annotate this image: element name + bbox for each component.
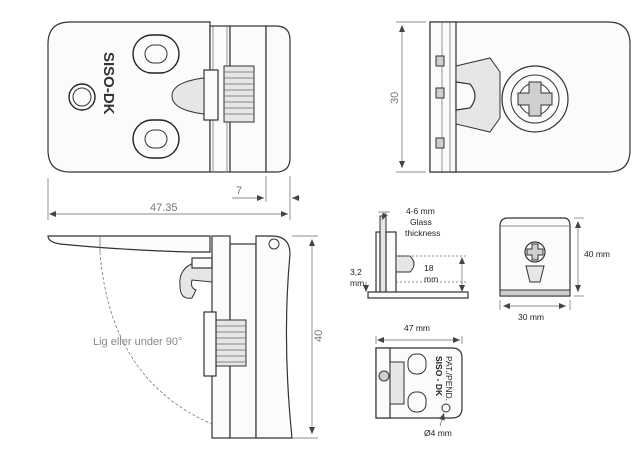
- dim-height-side-label: 40: [313, 330, 325, 342]
- front-width-label: 30 mm: [518, 312, 544, 322]
- top-detail-knob: [378, 370, 390, 382]
- pivot-hole: [268, 238, 280, 250]
- front-wedge: [525, 265, 545, 283]
- latch-pin: [191, 257, 213, 269]
- screw-head: [171, 77, 205, 115]
- slot-lower-inner: [144, 129, 168, 149]
- dim-small-label: 7: [236, 185, 242, 197]
- brand-text: SISO-DK: [100, 52, 117, 115]
- bottom-left-view: Lig eller under 90° 40: [47, 235, 325, 439]
- vertical-front: [255, 235, 293, 439]
- screw-collar: [203, 69, 219, 121]
- slot-lower: [132, 119, 180, 159]
- edge-detail-2: [435, 87, 445, 99]
- front-detail-view: 40 mm 30 mm: [499, 217, 610, 322]
- phillips-cross-icon: [517, 81, 553, 117]
- clamp-plate: [47, 21, 211, 173]
- base-value: 3,2: [350, 267, 362, 277]
- top-brand-2: PAT./PEND.: [444, 356, 454, 401]
- top-detail-insert: [389, 361, 405, 405]
- open-plate: [47, 235, 211, 253]
- collar-side: [203, 311, 217, 377]
- insert-wedge: [455, 57, 501, 133]
- side-detail-view: 4-6 mm Glass thickness 18 mm 3,2 mm: [350, 206, 469, 299]
- edge-detail-3: [435, 137, 445, 149]
- top-brand-1: SISO - DK: [434, 356, 444, 397]
- latch-hook: [179, 261, 213, 299]
- top-left-view: SISO-DK 47.35 7: [47, 21, 300, 220]
- thread-body: [223, 65, 255, 123]
- height-unit: mm: [424, 274, 438, 284]
- dim-width-label: 47.35: [150, 202, 178, 214]
- top-right-view: 30: [389, 21, 631, 173]
- base-unit: mm: [350, 278, 364, 288]
- slot-upper: [132, 34, 180, 74]
- mount-hole-inner: [72, 87, 92, 107]
- height-value: 18: [424, 263, 434, 273]
- clamp-front: [265, 25, 291, 173]
- top-slot-1: [407, 353, 427, 375]
- side-clamp-body: [385, 231, 397, 297]
- side-knob: [395, 255, 415, 273]
- angle-label: Lig eller under 90°: [93, 336, 182, 348]
- edge-detail-1: [435, 55, 445, 67]
- thread-lines-side: [216, 325, 246, 363]
- glass-label-3: thickness: [405, 228, 440, 238]
- glass-pane: [379, 215, 387, 299]
- top-hole-label: Ø4 mm: [424, 428, 452, 438]
- slot-upper-inner: [144, 44, 168, 64]
- top-hole: [441, 403, 451, 413]
- mount-hole: [68, 83, 96, 111]
- glass-label-1: 4-6 mm: [406, 206, 435, 216]
- top-slot-2: [407, 391, 427, 413]
- glass-label-2: Glass: [410, 217, 432, 227]
- front-base: [499, 289, 571, 297]
- angle-arc: [99, 251, 213, 425]
- thread-lines: [224, 71, 254, 115]
- thread-body-side: [215, 319, 247, 367]
- front-height-label: 40 mm: [584, 249, 610, 259]
- side-base: [367, 291, 469, 299]
- top-width-label: 47 mm: [404, 323, 430, 333]
- dim-height-label: 30: [389, 92, 401, 104]
- front-cross-icon: [526, 243, 544, 261]
- top-detail-view: SISO - DK PAT./PEND. 47 mm Ø4 mm: [375, 323, 463, 438]
